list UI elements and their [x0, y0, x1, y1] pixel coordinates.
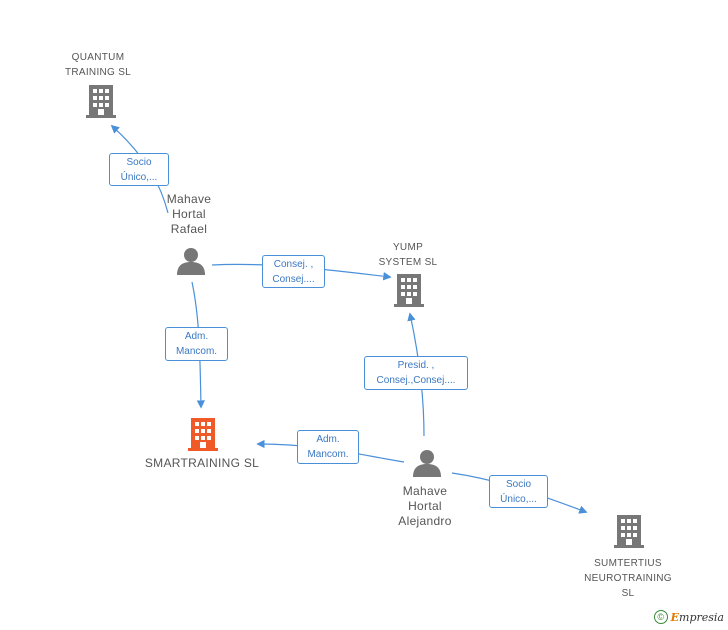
copyright-icon: ©	[653, 610, 668, 624]
brand-logo: Empresia	[670, 610, 724, 624]
quantum-building-icon[interactable]	[86, 85, 116, 118]
alejandro-person-icon[interactable]	[413, 450, 441, 477]
yump-label[interactable]: YUMP SYSTEM SL	[378, 242, 438, 268]
relation-alejandro-yump[interactable]: Presid. , Consej.,Consej....	[364, 356, 468, 390]
relation-alejandro-smart[interactable]: Adm. Mancom.	[297, 430, 359, 464]
relation-rafael-yump[interactable]: Consej. , Consej....	[262, 255, 325, 288]
alejandro-label[interactable]: Mahave Hortal Alejandro	[398, 484, 452, 528]
rafael-label[interactable]: Mahave Hortal Rafael	[166, 192, 212, 236]
smartraining-building-icon[interactable]	[188, 418, 218, 451]
yump-building-icon[interactable]	[394, 274, 424, 307]
sumtertius-building-icon[interactable]	[614, 515, 644, 548]
smartraining-label[interactable]: SMARTRAINING SL	[144, 456, 260, 470]
sumtertius-label[interactable]: SUMTERTIUS NEUROTRAINING SL	[584, 558, 672, 599]
rafael-person-icon[interactable]	[177, 248, 205, 275]
relation-rafael-quantum[interactable]: Socio Único,...	[109, 153, 169, 186]
relation-rafael-smart[interactable]: Adm. Mancom.	[165, 327, 228, 361]
brand-footer: © Empresia	[653, 610, 724, 624]
relation-alejandro-sumtertius[interactable]: Socio Único,...	[489, 475, 548, 508]
quantum-label[interactable]: QUANTUM TRAINING SL	[64, 52, 132, 78]
